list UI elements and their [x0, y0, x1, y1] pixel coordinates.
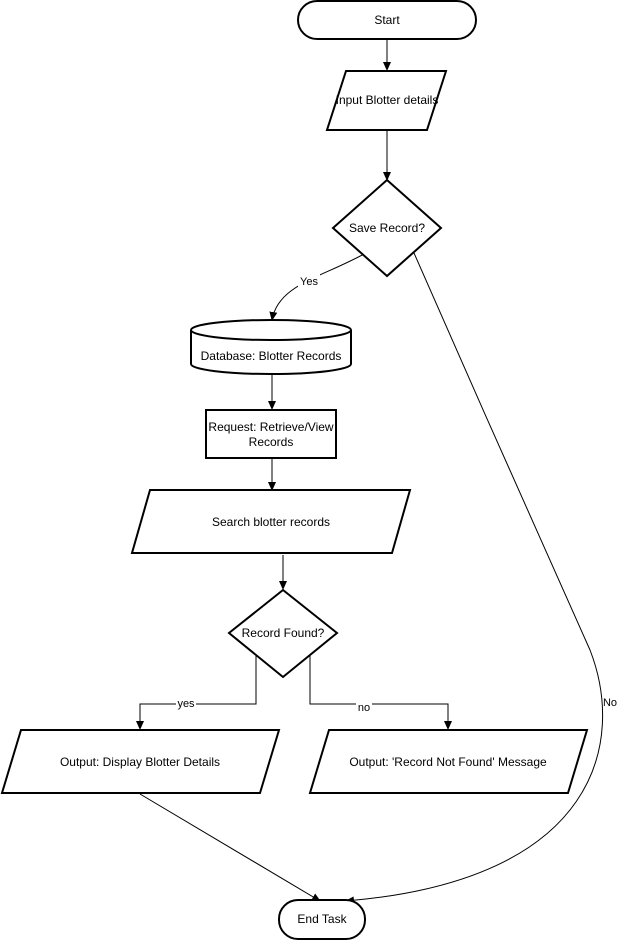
node-save-record-decision[interactable]: Save Record?: [331, 178, 443, 278]
input-parallelogram: [325, 70, 448, 131]
not-found-output-label: Output: 'Record Not Found' Message: [349, 755, 547, 769]
node-record-not-found-message[interactable]: Output: 'Record Not Found' Message: [308, 729, 589, 794]
request-label-line1: Request: Retrieve/View: [208, 420, 334, 434]
edge-label-found-yes: yes: [177, 698, 195, 710]
node-input-blotter-details[interactable]: Input Blotter details: [325, 70, 448, 131]
save-decision-label: Save Record?: [349, 221, 425, 235]
edge-save-no-to-end: [345, 252, 604, 905]
search-parallelogram: [130, 489, 412, 554]
database-label: Database: Blotter Records: [201, 349, 342, 363]
node-start[interactable]: Start: [297, 0, 477, 40]
edge-label-bg: [356, 698, 372, 711]
display-output-parallelogram: [0, 729, 281, 794]
node-request-retrieve-view[interactable]: Request: Retrieve/View Records: [205, 409, 337, 459]
edge-label-bg: [176, 697, 196, 710]
found-decision-label: Record Found?: [242, 626, 325, 640]
edge-label-save-no: No: [603, 697, 617, 709]
node-record-found-decision[interactable]: Record Found?: [227, 588, 339, 679]
found-decision-diamond: [227, 588, 339, 679]
request-label-line2: Records: [249, 435, 294, 449]
request-process-box: [205, 409, 337, 459]
node-search-blotter-records[interactable]: Search blotter records: [130, 489, 412, 554]
input-label: Input Blotter details: [336, 93, 439, 107]
end-terminator: [278, 899, 366, 940]
end-label: End Task: [297, 912, 347, 926]
edges: [136, 40, 604, 905]
edge-label-bg: [298, 274, 320, 288]
node-display-blotter-details[interactable]: Output: Display Blotter Details: [0, 729, 281, 794]
display-output-label: Output: Display Blotter Details: [60, 755, 220, 769]
node-end-task[interactable]: End Task: [278, 899, 366, 940]
edge-found-yes-to-display: [136, 656, 257, 730]
node-database-blotter-records[interactable]: Database: Blotter Records: [190, 319, 352, 375]
edge-label-save-yes: Yes: [300, 276, 318, 288]
start-label: Start: [374, 13, 400, 27]
not-found-output-parallelogram: [308, 729, 589, 794]
start-terminator: [297, 0, 477, 40]
edge-labels: Yes No yes no: [176, 274, 617, 714]
save-decision-diamond: [331, 178, 443, 278]
database-cylinder-rim: [190, 329, 352, 341]
search-label: Search blotter records: [212, 515, 330, 529]
database-cylinder: [190, 319, 352, 375]
edge-label-found-no: no: [358, 702, 370, 714]
edge-display-to-end: [139, 793, 321, 902]
edge-found-no-to-notfound: [309, 656, 452, 730]
